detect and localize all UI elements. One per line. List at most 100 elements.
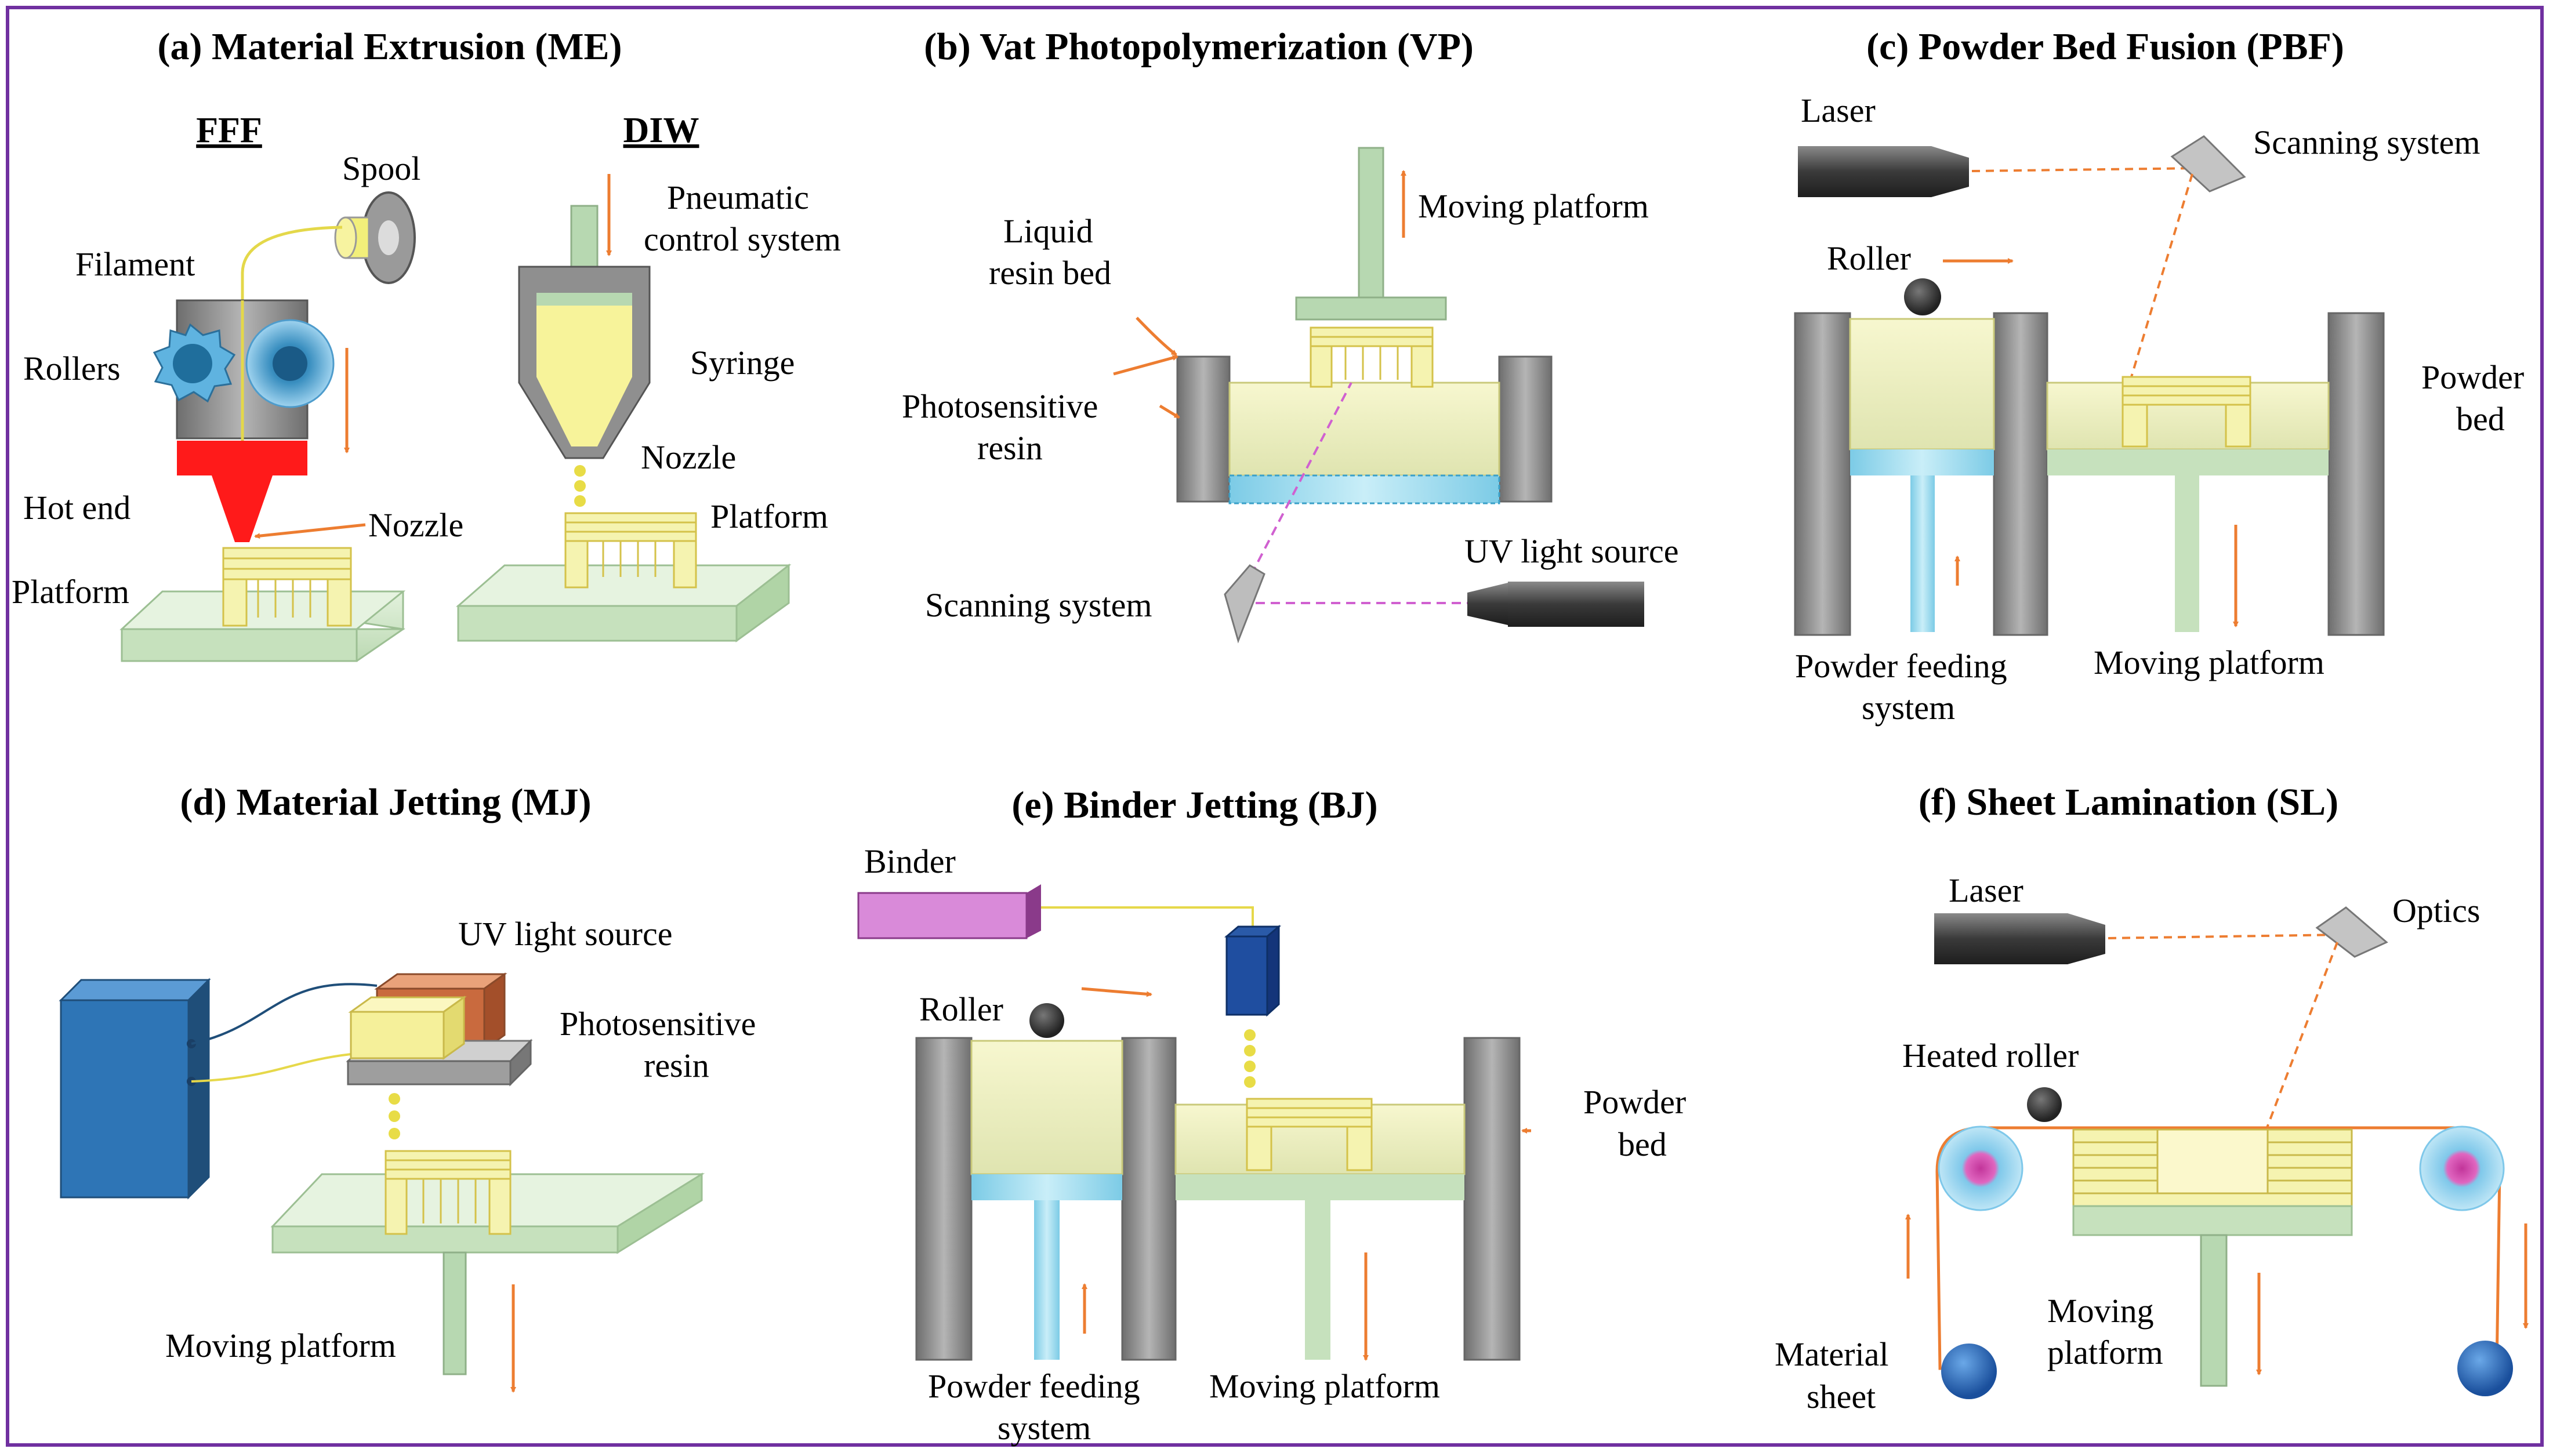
bj-build-piston [1305, 1200, 1330, 1360]
mj-platform-rod [443, 1251, 467, 1375]
sl-right-material-roll [2457, 1341, 2513, 1396]
diw-platform-label: Platform [710, 498, 828, 535]
mj-moving-platform-label: Moving platform [165, 1327, 396, 1364]
vp-photo-label-2: resin [977, 429, 1043, 467]
bj-feed-piston [1034, 1200, 1060, 1360]
vp-resin-vat [1228, 382, 1500, 477]
pbf-roller-label: Roller [1827, 239, 1911, 277]
hot-end-label: Hot end [23, 489, 130, 527]
bj-feeding-label-2: system [998, 1409, 1091, 1447]
panel-e: Binder Roller Powder bed Powder feeding … [857, 843, 1686, 1447]
pbf-printed-part [2122, 376, 2251, 448]
filament-line [241, 226, 343, 539]
pbf-middle-wall [1993, 312, 2048, 636]
hot-end [177, 441, 307, 542]
sl-left-material-roll [1941, 1344, 1997, 1399]
bj-right-wall [1463, 1037, 1521, 1361]
nozzle-label: Nozzle [368, 506, 463, 544]
spool-label: Spool [342, 150, 420, 187]
vp-uv-source [1467, 582, 1644, 627]
pbf-scanning-mirror-icon [2170, 135, 2246, 193]
vp-build-plate [1295, 296, 1447, 321]
diw-platform [456, 564, 792, 607]
figure-border [6, 6, 2544, 1447]
pneumatic-label-1: Pneumatic [667, 179, 809, 216]
panel-c: Laser Scanning system Roller Powder bed … [1794, 92, 2524, 727]
vp-liquid-label-2: resin bed [989, 254, 1111, 292]
mj-resin-box [348, 996, 467, 1060]
pbf-feed-piston [1850, 449, 1994, 475]
pbf-laser-label: Laser [1801, 92, 1876, 129]
bj-print-head [1224, 924, 1282, 1017]
pbf-right-wall [2327, 312, 2385, 636]
vp-platform-rod [1358, 147, 1384, 299]
platform-label: Platform [12, 573, 129, 611]
bj-roller-icon [1029, 1003, 1064, 1038]
mj-uv-label: UV light source [458, 915, 672, 953]
panel-a-title: (a) Material Extrusion (ME) [158, 26, 622, 68]
vp-uv-label: UV light source [1464, 532, 1678, 570]
bj-left-wall [915, 1037, 973, 1361]
panel-e-title: (e) Binder Jetting (BJ) [1011, 784, 1377, 826]
pbf-powder-bed-label-1: Powder [2421, 358, 2524, 396]
bj-powder-bed-label-1: Powder [1583, 1083, 1686, 1121]
sl-laser-label: Laser [1949, 872, 2023, 909]
pbf-build-piston [2047, 449, 2329, 475]
sl-laser [1934, 913, 2105, 964]
mj-photo-label-1: Photosensitive [560, 1005, 756, 1043]
bj-binder-label: Binder [864, 843, 956, 880]
mj-cable-1 [191, 983, 378, 1045]
sl-material-label-1: Material [1775, 1335, 1888, 1373]
mj-photo-label-2: resin [644, 1047, 709, 1084]
pbf-feeding-label-2: system [1862, 689, 1955, 727]
diw-heading: DIW [623, 111, 699, 150]
panel-b: Moving platform Liquid resin bed Photose… [902, 147, 1678, 644]
sl-optics-mirror-icon [2315, 906, 2388, 958]
vp-moving-platform-label: Moving platform [1418, 187, 1649, 225]
bj-roller-label: Roller [919, 990, 1003, 1028]
panel-b-title: (b) Vat Photopolymerization (VP) [924, 26, 1474, 68]
sl-moving-label-1: Moving [2047, 1292, 2154, 1330]
gear-roller-icon [153, 323, 236, 403]
vp-printed-part [1310, 326, 1434, 388]
sl-optics-label: Optics [2392, 892, 2480, 929]
spool-icon [334, 191, 416, 284]
bj-moving-platform-label: Moving platform [1209, 1367, 1440, 1405]
sl-heated-roller-icon [2027, 1087, 2062, 1122]
pbf-moving-platform-label: Moving platform [2094, 644, 2324, 681]
panel-d: UV light source Photosensitive resin Mov… [59, 915, 756, 1393]
vp-beam-up [1243, 382, 1352, 589]
sl-platform [2072, 1205, 2353, 1236]
sl-moving-label-2: platform [2047, 1334, 2163, 1371]
bj-powder-bed-label-2: bed [1618, 1125, 1667, 1163]
mj-cable-2 [191, 1053, 351, 1083]
sl-right-sheet-roll [2419, 1125, 2505, 1211]
rollers-label: Rollers [23, 350, 121, 387]
vp-scanning-mirror-icon [1224, 564, 1265, 644]
filament-label: Filament [75, 245, 195, 283]
mj-printer-box [59, 978, 211, 1200]
panel-f-title: (f) Sheet Lamination (SL) [1919, 781, 2338, 823]
mj-droplets [389, 1093, 400, 1139]
sl-platform-rod [2200, 1234, 2228, 1387]
panel-d-title: (d) Material Jetting (MJ) [180, 781, 591, 823]
pbf-roller-icon [1904, 278, 1941, 315]
panel-a: FFF DIW [12, 111, 841, 662]
pbf-left-wall [1794, 312, 1851, 636]
pneumatic-label-2: control system [644, 220, 841, 258]
diw-printed-part [564, 512, 697, 589]
vp-window [1228, 474, 1500, 504]
vp-right-wall [1498, 355, 1553, 503]
panel-c-title: (c) Powder Bed Fusion (PBF) [1866, 26, 2344, 68]
diw-droplets [574, 465, 586, 507]
pbf-feed-powder [1849, 318, 1995, 451]
round-roller-icon [245, 319, 335, 408]
vp-scanning-label: Scanning system [925, 586, 1152, 624]
vp-left-wall [1176, 355, 1231, 503]
pbf-scanning-label: Scanning system [2253, 124, 2480, 161]
vp-liquid-label-1: Liquid [1003, 212, 1093, 250]
bj-printed-part [1246, 1098, 1373, 1171]
bj-feed-powder [970, 1040, 1123, 1175]
vp-photo-label-1: Photosensitive [902, 387, 1098, 425]
